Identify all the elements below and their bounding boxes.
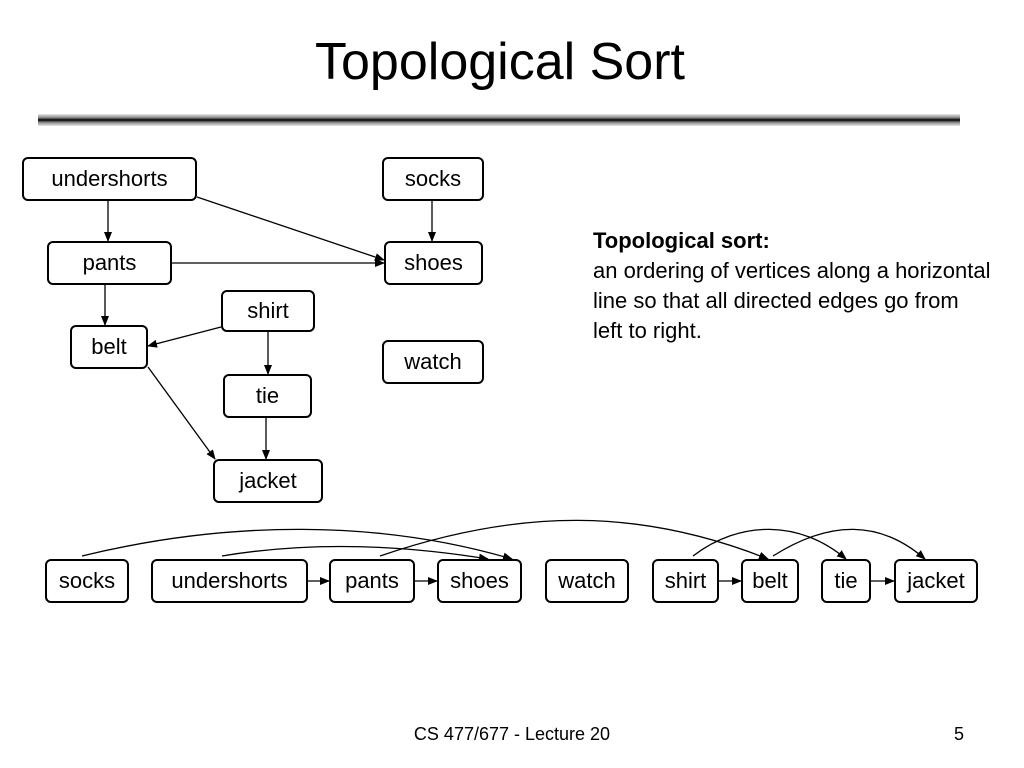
graph-node-watch: watch: [382, 340, 484, 384]
graph-edge-belt-to-jacket: [147, 366, 216, 460]
definition-block: Topological sort: an ordering of vertice…: [593, 226, 993, 346]
sorted-node-shoes: shoes: [437, 559, 522, 603]
sorted-node-pants: pants: [329, 559, 415, 603]
sorted-edge-belt-to-jacket: [772, 528, 926, 560]
sorted-node-tie: tie: [821, 559, 871, 603]
slide-title: Topological Sort: [315, 33, 685, 91]
graph-node-pants: pants: [47, 241, 172, 285]
graph-node-belt: belt: [70, 325, 148, 369]
title-divider: [38, 114, 960, 126]
definition-body: an ordering of vertices along a horizont…: [593, 258, 991, 343]
graph-node-tie: tie: [223, 374, 312, 418]
graph-edge-shirt-to-belt: [147, 326, 222, 348]
sorted-edge-socks-to-shoes: [81, 528, 513, 561]
slide-footer: CS 477/677 - Lecture 20: [413, 724, 611, 744]
sorted-node-undershorts: undershorts: [151, 559, 308, 603]
sorted-node-belt: belt: [741, 559, 799, 603]
sorted-node-socks: socks: [45, 559, 129, 603]
graph-node-socks: socks: [382, 157, 484, 201]
sorted-node-watch: watch: [545, 559, 629, 603]
graph-node-undershorts: undershorts: [22, 157, 197, 201]
sorted-node-shirt: shirt: [652, 559, 719, 603]
definition-title: Topological sort:: [593, 228, 770, 253]
sorted-edge-shirt-to-tie: [692, 528, 847, 560]
graph-node-jacket: jacket: [213, 459, 323, 503]
graph-edge-undershorts-to-shoes: [196, 196, 385, 261]
graph-node-shoes: shoes: [384, 241, 483, 285]
sorted-node-jacket: jacket: [894, 559, 978, 603]
page-number: 5: [953, 724, 964, 744]
sorted-edge-undershorts-to-shoes: [221, 545, 489, 562]
graph-node-shirt: shirt: [221, 290, 315, 332]
sorted-edge-pants-to-belt: [379, 519, 769, 560]
